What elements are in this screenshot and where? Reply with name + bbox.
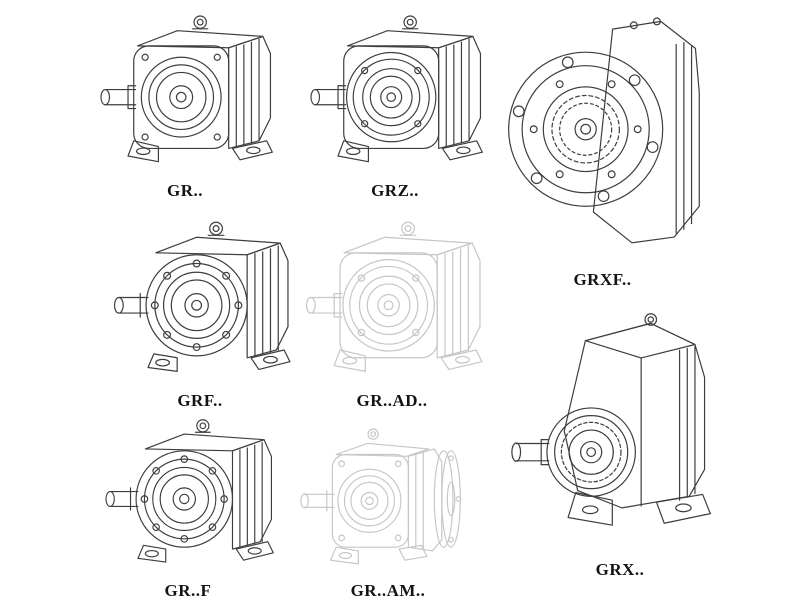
gearbox-drawing-grad — [305, 221, 483, 373]
gearbox-drawing-grf — [113, 221, 291, 373]
gearbox-label-grad: GR..AD.. — [356, 391, 428, 410]
gearbox-label-grx: GRX.. — [595, 560, 645, 579]
gearbox-cell-gr: GR.. — [90, 6, 280, 201]
gearbox-label-gram: GR..AM.. — [350, 581, 426, 600]
gearbox-label-grf: GRF.. — [177, 391, 223, 410]
gearbox-cell-grx: GRX.. — [495, 308, 745, 580]
gearbox-label-grz: GRZ.. — [371, 181, 419, 200]
gearbox-label-grxf: GRXF.. — [573, 270, 632, 289]
gearbox-cell-grz: GRZ.. — [300, 6, 490, 201]
gearbox-cell-grf: GRF.. — [95, 212, 305, 411]
gearbox-cell-grf2: GR..F — [88, 410, 288, 600]
gearbox-cell-grad: GR..AD.. — [292, 212, 492, 411]
gearbox-label-grf2: GR..F — [164, 581, 212, 600]
gearbox-drawing-grxf — [507, 17, 700, 244]
gearbox-cell-grxf: GRXF.. — [495, 6, 710, 290]
gearbox-cell-gram: GR..AM.. — [288, 410, 488, 600]
gearbox-label-gr: GR.. — [167, 181, 203, 200]
gearbox-drawing-grf2 — [105, 419, 274, 563]
gearbox-drawing-grx — [511, 313, 711, 526]
gearbox-drawing-gram — [300, 428, 462, 565]
gearbox-drawing-gr — [100, 15, 273, 163]
gearbox-drawing-grz — [310, 15, 483, 163]
